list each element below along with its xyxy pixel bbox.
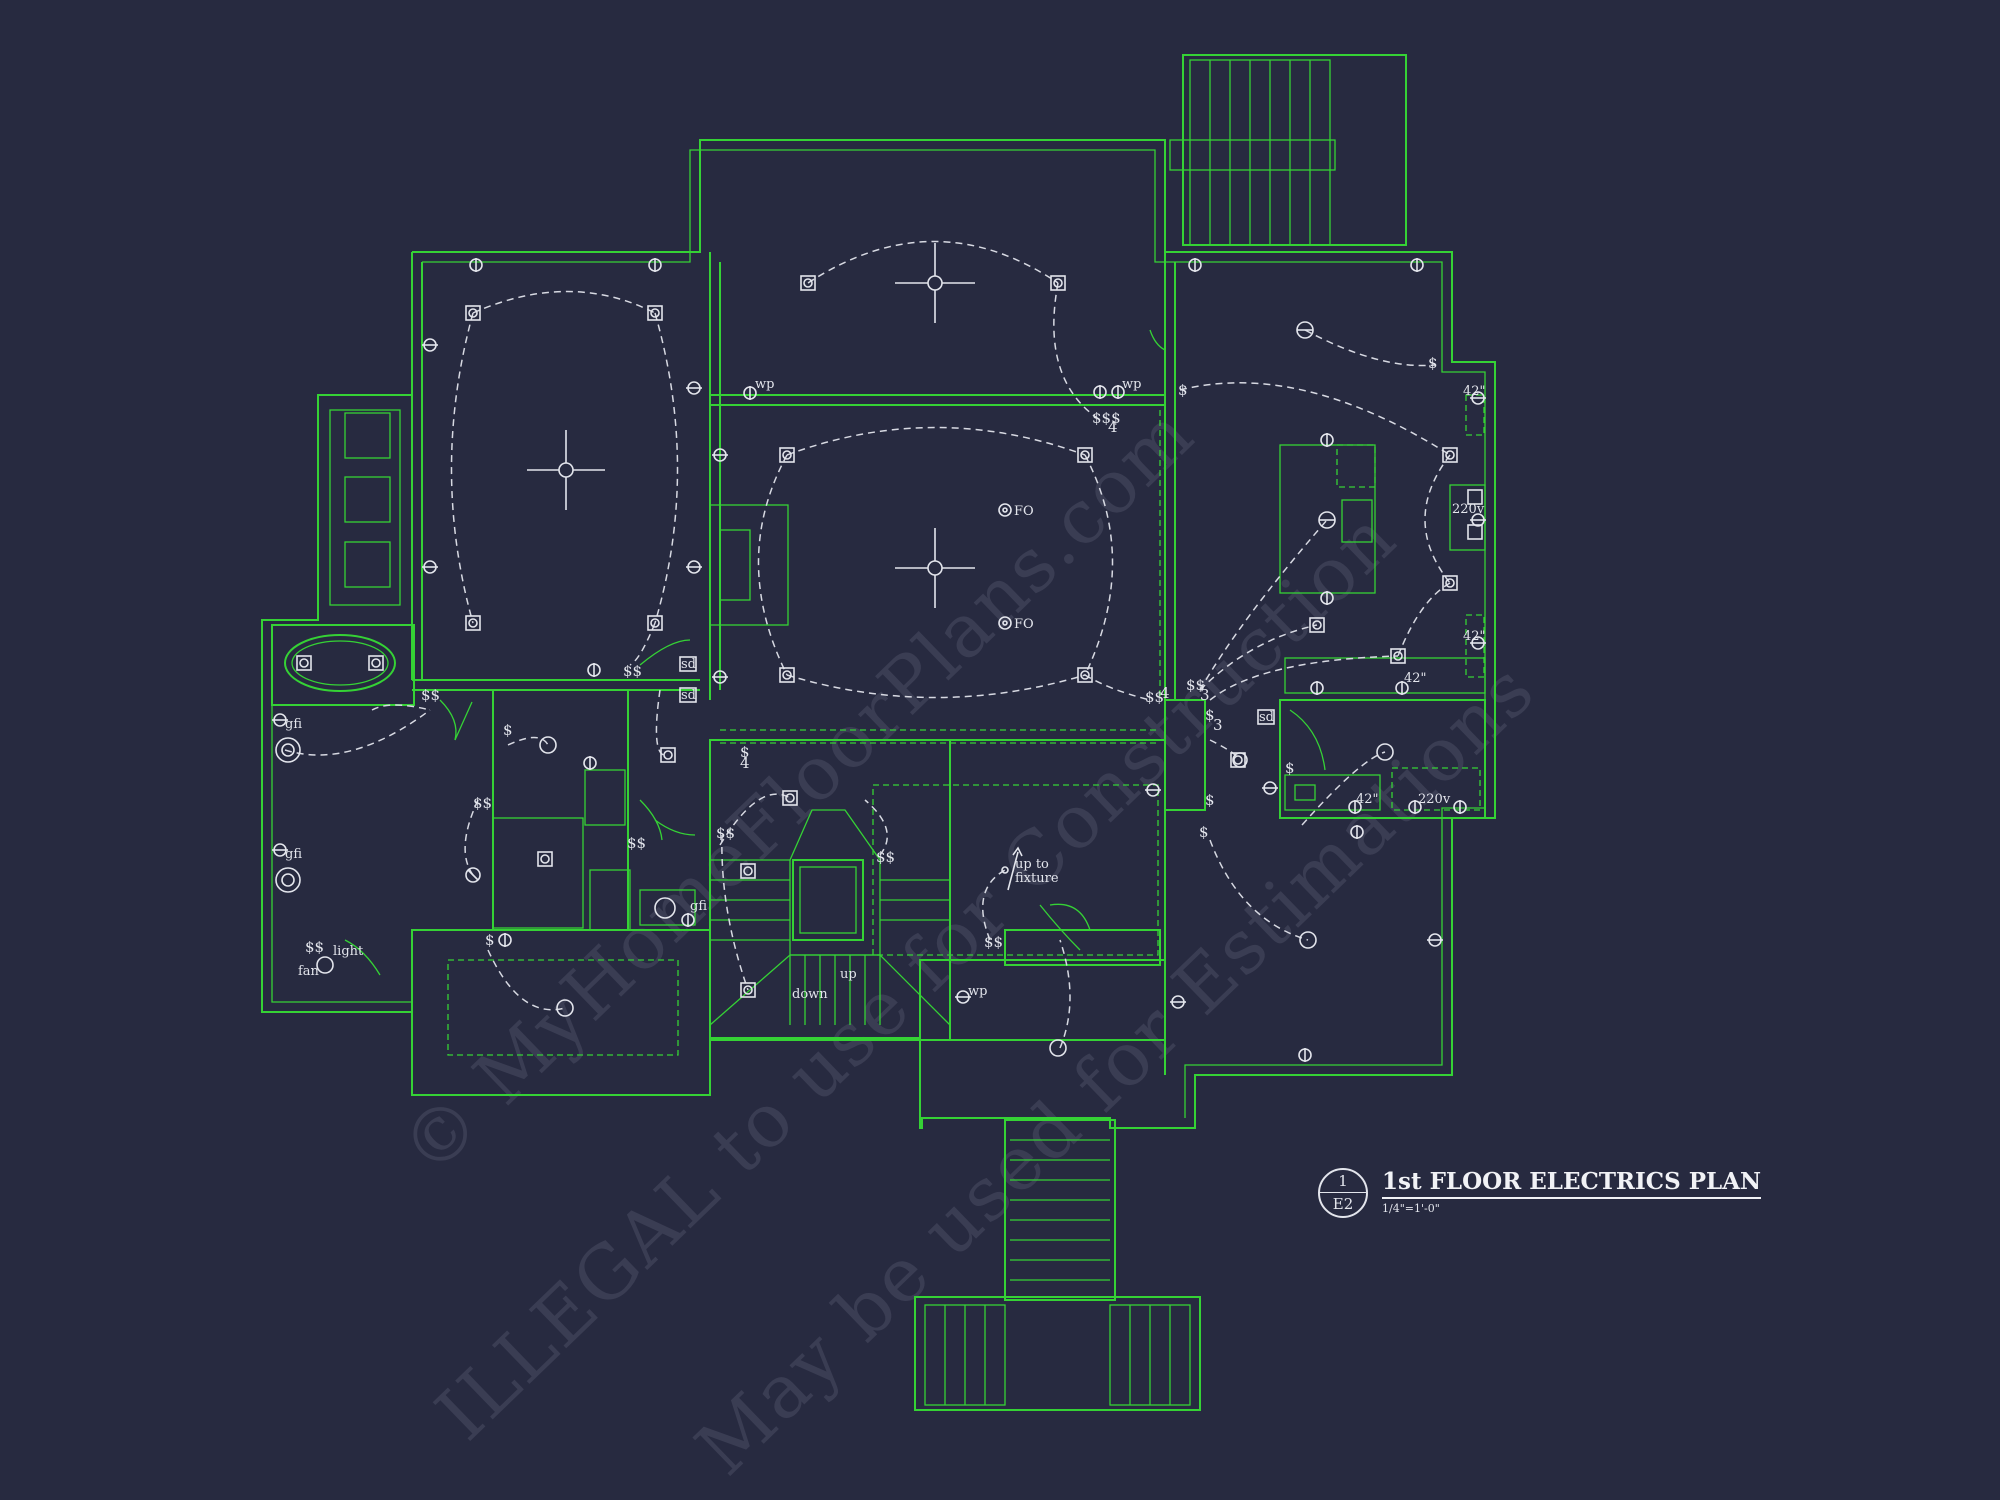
height-label-3: 42": [1404, 671, 1427, 686]
arrow-icon: [1007, 851, 1019, 891]
drawing-title-block: 1 E2 1st FLOOR ELECTRICS PLAN 1/4"=1'-0": [1318, 1168, 1762, 1224]
wp-label-3: wp: [968, 984, 987, 999]
detail-marker: 1 E2: [1318, 1168, 1368, 1218]
switch-label-9: $: [740, 743, 750, 761]
switch-label-11: $$: [876, 848, 895, 866]
detail-number: 1: [1338, 1172, 1348, 1190]
switch-label-8: $$: [305, 938, 324, 956]
voltage-label-1: 220v: [1452, 502, 1485, 517]
switch-label-5: $$: [473, 794, 492, 812]
stair-up-label: up: [840, 967, 857, 982]
fo-label-2: FO: [1014, 617, 1034, 632]
outlets: [272, 258, 1486, 1062]
round-lights: [275, 321, 1394, 1057]
height-label-4: 42": [1356, 792, 1379, 807]
switch-label-2: $$: [623, 662, 642, 680]
switch-label-3: $$: [421, 686, 440, 704]
switch-label-19: $: [1428, 354, 1438, 372]
recessed-lights: [296, 275, 1458, 998]
height-label-2: 42": [1463, 629, 1486, 644]
wiring: [284, 240, 1451, 1049]
switch-label-13: $$: [1145, 688, 1164, 706]
wp-label-1: wp: [755, 377, 774, 392]
switch-label-16: $: [1205, 791, 1215, 809]
switch-sub-3: 3: [1200, 686, 1210, 704]
switch-label-7: $: [485, 931, 495, 949]
switch-label-18: $: [1285, 759, 1295, 777]
sheet-number: E2: [1332, 1195, 1354, 1213]
up-to-fixture-label-1: up to: [1015, 857, 1049, 872]
gfi-label-2: gfi: [285, 847, 302, 862]
drawing-title: 1st FLOOR ELECTRICS PLAN: [1382, 1168, 1762, 1199]
fan-label: fan: [298, 964, 320, 979]
exterior-walls: [261, 139, 1496, 1129]
switch-label-12: $$: [984, 933, 1003, 951]
switch-label-6: $$: [627, 834, 646, 852]
gfi-label-3: gfi: [690, 899, 707, 914]
voltage-label-2: 220v: [1418, 792, 1451, 807]
annotations: FO FO wp wp wp sd sd sd gfi gfi gfi ligh…: [285, 354, 1486, 1002]
switch-label-10: $$: [716, 824, 735, 842]
sd-label-1: sd: [681, 657, 696, 672]
switch-label-1: $$$: [1092, 409, 1121, 427]
gfi-label-1: gfi: [285, 717, 302, 732]
fo-label-1: FO: [1014, 504, 1034, 519]
sd-label-2: sd: [681, 688, 696, 703]
sd-label-3: sd: [1259, 710, 1274, 725]
switch-sub-2: 4: [1108, 418, 1118, 436]
decks: [914, 54, 1407, 1411]
switch-sub-4: 3: [1213, 716, 1223, 734]
arrow-head-icon: [1012, 846, 1023, 857]
light-label: light: [333, 944, 364, 959]
switch-label-17: $: [1199, 823, 1209, 841]
switch-label-20: $: [1178, 381, 1188, 399]
wp-label-2: wp: [1122, 377, 1141, 392]
switch-label-15: $: [1205, 706, 1215, 724]
switch-label-4: $: [503, 721, 513, 739]
switch-sub-1: 4: [740, 754, 750, 772]
stair-down-label: down: [792, 987, 828, 1002]
up-to-fixture-label-2: fixture: [1015, 871, 1059, 886]
height-label-1: 42": [1463, 384, 1486, 399]
ceiling-fan-icon: [527, 243, 975, 608]
switch-sub-5: 4: [1160, 684, 1170, 702]
switch-label-14: $$: [1186, 676, 1205, 694]
smoke-detectors: [679, 489, 1483, 725]
drawing-scale: 1/4"=1'-0": [1382, 1202, 1440, 1215]
doors: [344, 329, 1326, 976]
